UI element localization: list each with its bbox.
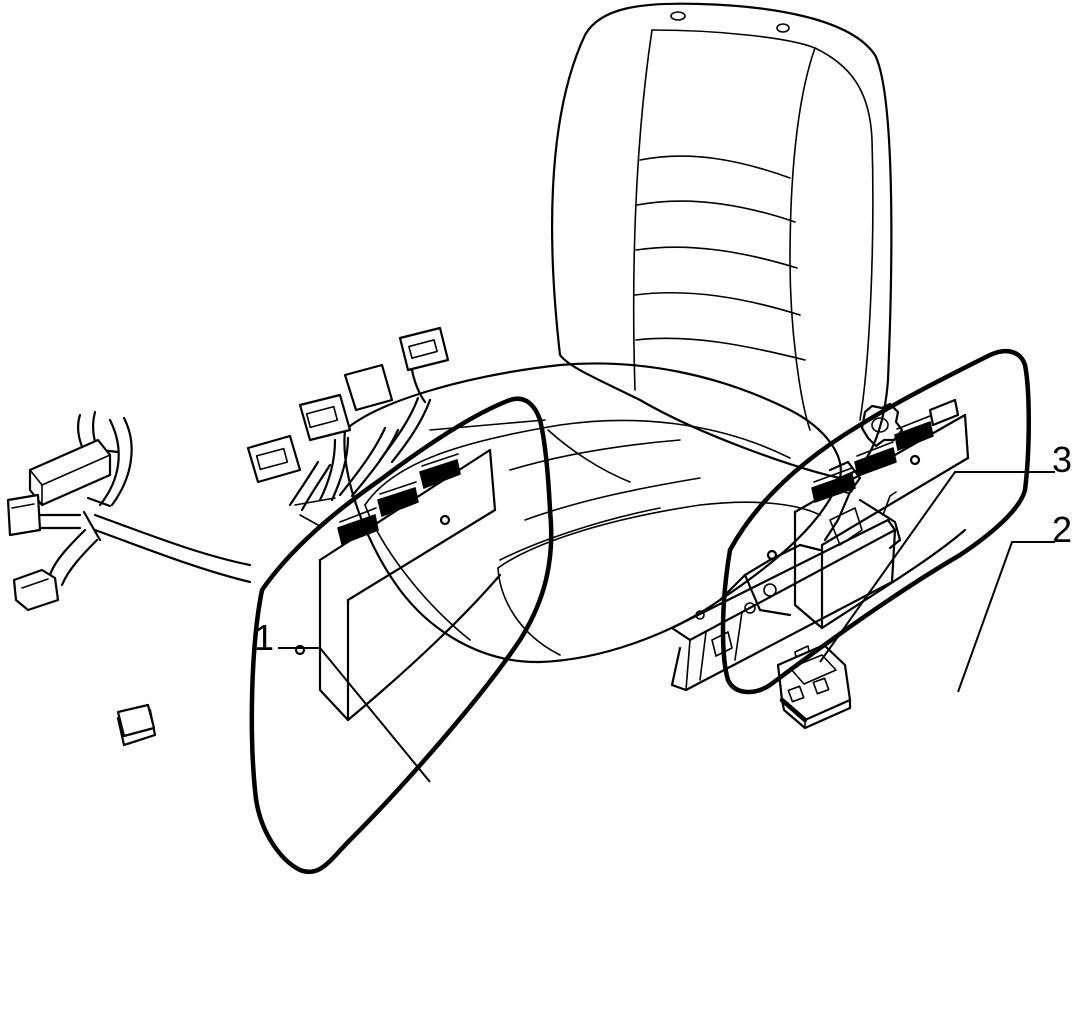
- car-seat: [343, 2, 904, 664]
- wiring-harness: [6, 326, 450, 747]
- leader-3: [819, 471, 1055, 663]
- callout-label-3: 3: [1052, 439, 1072, 480]
- leader-1: [278, 647, 431, 783]
- leader-2: [957, 541, 1055, 693]
- part-1-side-panel: [249, 396, 554, 874]
- part-3-switch-bezel: [776, 643, 852, 730]
- seat-rail-mechanism: [670, 460, 902, 692]
- callout-leaders: [278, 471, 1055, 783]
- callout-label-1: 1: [254, 617, 274, 658]
- callout-label-2: 2: [1052, 509, 1072, 550]
- part-2-side-panel: [720, 348, 1031, 695]
